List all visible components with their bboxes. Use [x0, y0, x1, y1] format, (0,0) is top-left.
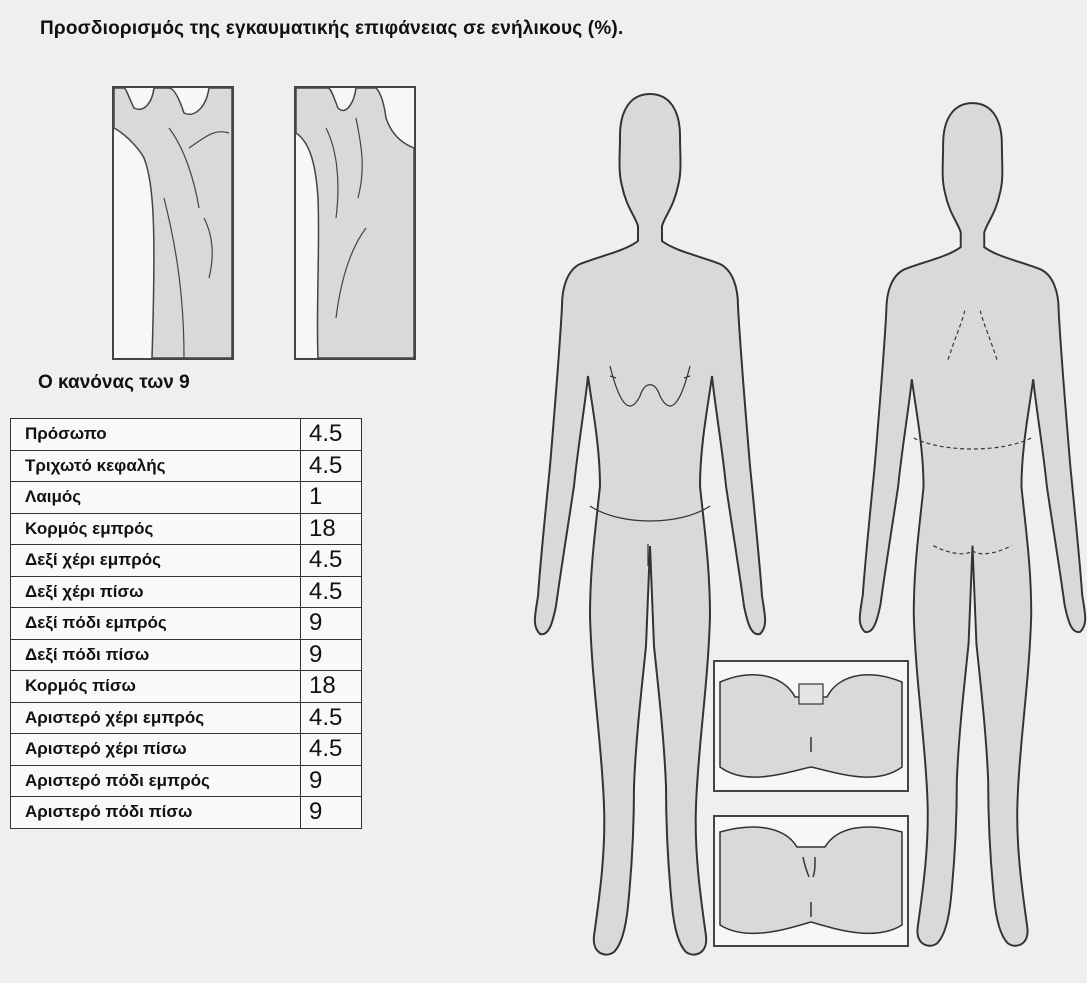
perineum-inset-bottom — [713, 815, 909, 947]
table-row: Αριστερό χέρι πίσω4.5 — [11, 734, 362, 766]
body-region-percent: 4.5 — [301, 734, 362, 766]
body-region-label: Δεξί πόδι πίσω — [11, 639, 301, 671]
table-row: Δεξί χέρι πίσω4.5 — [11, 576, 362, 608]
table-row: Δεξί χέρι εμπρός4.5 — [11, 545, 362, 577]
hand-palm-diagram — [112, 86, 234, 360]
body-region-label: Αριστερό χέρι πίσω — [11, 734, 301, 766]
table-row: Κορμός πίσω18 — [11, 671, 362, 703]
table-row: Αριστερό πόδι πίσω9 — [11, 797, 362, 829]
body-region-percent: 9 — [301, 639, 362, 671]
body-region-label: Δεξί χέρι πίσω — [11, 576, 301, 608]
body-region-percent: 4.5 — [301, 576, 362, 608]
body-region-label: Δεξί πόδι εμπρός — [11, 608, 301, 640]
body-region-percent: 9 — [301, 765, 362, 797]
body-region-percent: 9 — [301, 608, 362, 640]
body-region-label: Κορμός εμπρός — [11, 513, 301, 545]
table-row: Αριστερό χέρι εμπρός4.5 — [11, 702, 362, 734]
rule-of-nines-table: Πρόσωπο4.5Τριχωτό κεφαλής4.5Λαιμός1Κορμό… — [10, 418, 362, 829]
body-region-label: Αριστερό πόδι εμπρός — [11, 765, 301, 797]
table-row: Πρόσωπο4.5 — [11, 419, 362, 451]
body-region-label: Αριστερό χέρι εμπρός — [11, 702, 301, 734]
body-region-percent: 4.5 — [301, 702, 362, 734]
body-region-label: Κορμός πίσω — [11, 671, 301, 703]
body-region-percent: 18 — [301, 513, 362, 545]
hand-back-diagram — [294, 86, 416, 360]
table-row: Δεξί πόδι πίσω9 — [11, 639, 362, 671]
body-region-percent: 4.5 — [301, 450, 362, 482]
perineum-inset-top — [713, 660, 909, 792]
body-region-label: Λαιμός — [11, 482, 301, 514]
table-row: Κορμός εμπρός18 — [11, 513, 362, 545]
page-title: Προσδιορισμός της εγκαυματικής επιφάνεια… — [40, 18, 623, 40]
body-region-label: Πρόσωπο — [11, 419, 301, 451]
table-row: Λαιμός1 — [11, 482, 362, 514]
body-region-percent: 18 — [301, 671, 362, 703]
table-row: Τριχωτό κεφαλής4.5 — [11, 450, 362, 482]
table-row: Αριστερό πόδι εμπρός9 — [11, 765, 362, 797]
body-region-percent: 4.5 — [301, 545, 362, 577]
table-row: Δεξί πόδι εμπρός9 — [11, 608, 362, 640]
body-region-label: Αριστερό πόδι πίσω — [11, 797, 301, 829]
body-region-label: Τριχωτό κεφαλής — [11, 450, 301, 482]
body-region-percent: 4.5 — [301, 419, 362, 451]
body-region-percent: 1 — [301, 482, 362, 514]
body-region-label: Δεξί χέρι εμπρός — [11, 545, 301, 577]
rule-of-nines-label: Ο κανόνας των 9 — [38, 372, 190, 394]
body-region-percent: 9 — [301, 797, 362, 829]
